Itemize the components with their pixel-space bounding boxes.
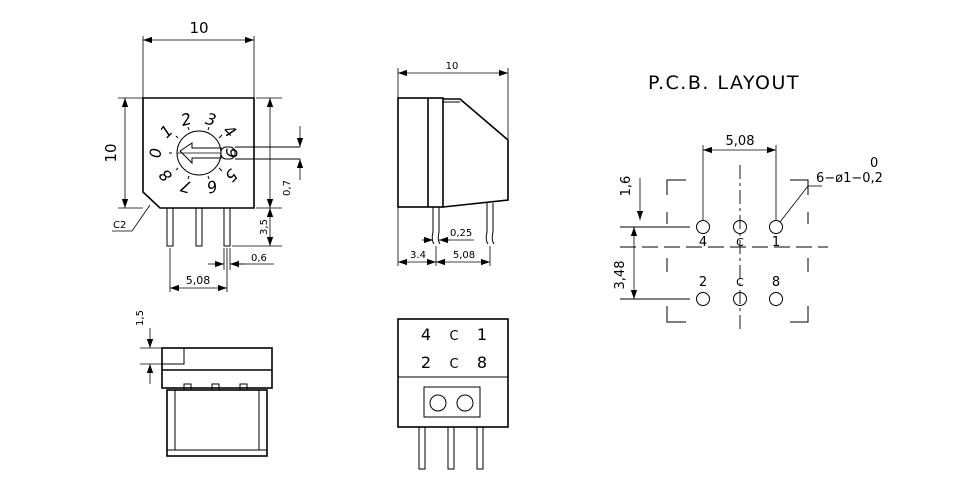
rear-hole-left: [429, 394, 447, 412]
pcb-outline-corners: [666, 179, 809, 323]
dial-number-3: 3: [203, 109, 218, 130]
dial-number-8: 8: [155, 165, 176, 186]
dim-0-6: 0,6: [251, 253, 267, 264]
dial-number-4: 4: [219, 121, 240, 142]
side-lead-2: [485, 203, 489, 245]
rear-label-8: 8: [477, 353, 487, 372]
pcb-label-2: 2: [699, 275, 707, 290]
dim-1-5: 1,5: [135, 310, 146, 326]
dial-number-0: 0: [146, 148, 165, 158]
dial-number-5: 5: [221, 165, 242, 186]
rear-label-2: 2: [421, 353, 431, 372]
front-body-outline: [142, 97, 255, 209]
bottom-body: [161, 347, 273, 389]
dial-number-9: 9: [222, 148, 241, 158]
side-lead-1: [431, 207, 435, 245]
side-view: 10 0,25 3.4 5,08: [397, 61, 509, 266]
rear-label-c2: C: [449, 357, 458, 372]
rear-label-1: 1: [477, 325, 487, 344]
dim-0-25: 0,25: [450, 228, 472, 239]
dial-number-7: 7: [178, 176, 194, 197]
side-pitch-dim: 5,08: [453, 250, 475, 261]
rear-view: 4 C 1 2 C 8: [397, 318, 509, 470]
rear-window: [423, 386, 481, 418]
pcb-hole-4: [696, 220, 710, 234]
pcb-hole-8: [769, 292, 783, 306]
pcb-label-1: 1: [772, 235, 780, 250]
pcb-label-8: 8: [772, 275, 780, 290]
bottom-view: 1,5: [135, 310, 273, 457]
pcb-layout: P.C.B. LAYOUT 5,08 1,6: [613, 72, 883, 330]
dim-3-5: 3,5: [259, 219, 270, 235]
pcb-hole-1: [769, 220, 783, 234]
chamfer-label: C2: [113, 220, 126, 231]
pcb-hole-c-bottom: [733, 292, 747, 306]
pcb-label-c-top: C: [736, 236, 744, 249]
dial-number-2: 2: [179, 109, 194, 130]
pcb-layout-title: P.C.B. LAYOUT: [648, 72, 800, 94]
pcb-hole-2: [696, 292, 710, 306]
bottom-base: [166, 389, 268, 457]
rear-hole-right: [456, 394, 474, 412]
rear-label-c1: C: [449, 329, 458, 344]
dim-0-7: 0,7: [282, 180, 293, 196]
pcb-label-4: 4: [699, 235, 707, 250]
dim-3-4: 3.4: [410, 250, 426, 261]
pcb-hole-c-top: [733, 220, 747, 234]
front-pins: [166, 207, 231, 247]
front-width-dim: 10: [189, 19, 208, 37]
side-width-dim: 10: [446, 61, 459, 72]
dial-number-6: 6: [205, 176, 220, 197]
dial-number-1: 1: [156, 121, 177, 142]
dim-3-48: 3,48: [613, 261, 628, 290]
side-body: [397, 97, 444, 208]
dim-1-6: 1,6: [619, 176, 634, 197]
dial-ticks: [169, 126, 223, 180]
side-knob: [442, 98, 509, 208]
front-view: 10 10 0 1 2 3 4 5: [102, 19, 304, 292]
front-pitch-dim: 5,08: [186, 274, 211, 287]
hole-spec: 6−ø1−0,2: [816, 171, 883, 186]
rear-label-4: 4: [421, 325, 431, 344]
hole-tolerance-upper: 0: [870, 156, 878, 171]
pcb-label-c-bottom: C: [736, 276, 744, 289]
front-height-dim: 10: [102, 143, 120, 162]
pcb-pitch-dim: 5,08: [726, 134, 755, 149]
